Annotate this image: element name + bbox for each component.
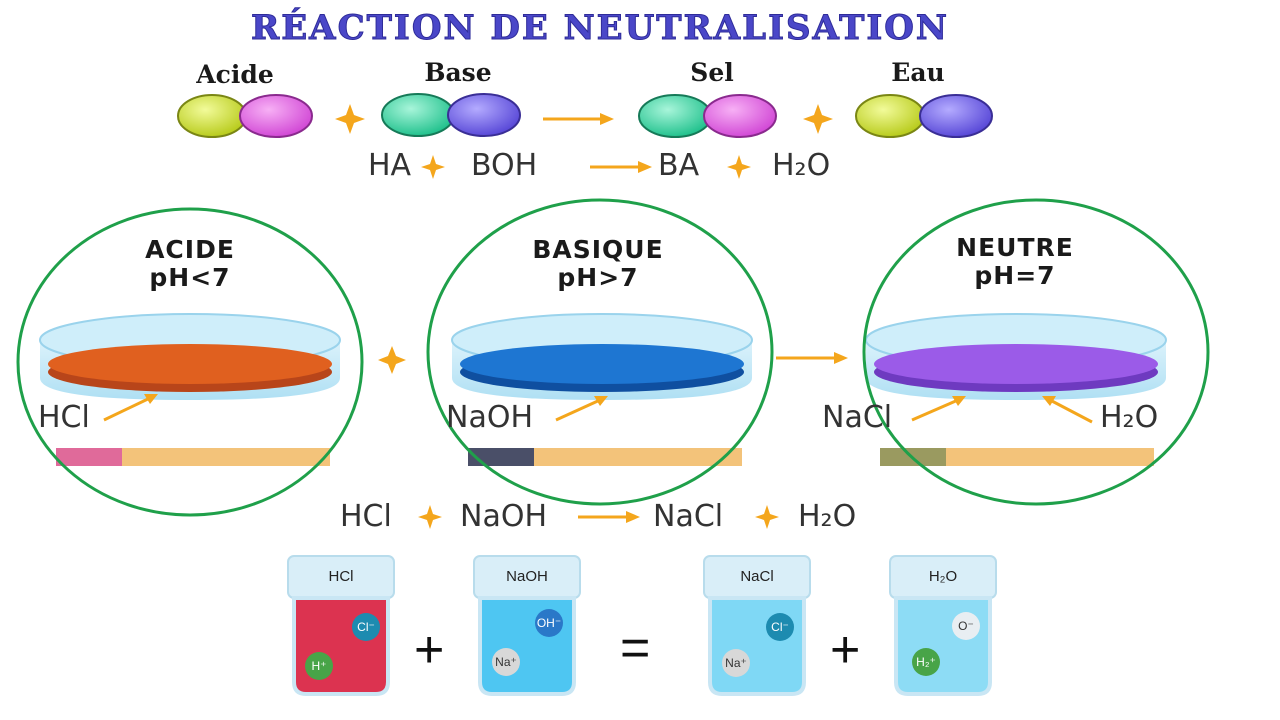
specific-reactant-1: HCl xyxy=(340,499,392,534)
sel-molecule xyxy=(638,94,777,138)
ion-label-oh: OH⁻ xyxy=(536,616,562,630)
dish-arrow-icon xyxy=(776,352,848,364)
ion-label-h: H⁺ xyxy=(311,659,327,673)
basique-dish xyxy=(451,313,753,466)
base-label: Base xyxy=(424,58,492,87)
page-title: RÉACTION DE NEUTRALISATION xyxy=(251,8,949,49)
ion-na xyxy=(722,649,750,677)
plus-operator: + xyxy=(414,621,445,679)
ion-label-na: Na⁺ xyxy=(495,655,517,669)
acide-dish xyxy=(39,313,341,466)
ion-label-na: Na⁺ xyxy=(725,656,747,670)
ion-oh xyxy=(535,609,563,637)
dish-label-nacl: NaCl xyxy=(822,400,893,435)
equals-operator: = xyxy=(620,619,651,677)
tube-label-nacl: NaCl xyxy=(740,568,774,585)
eq-product-2: H₂O xyxy=(772,148,831,183)
dish-label-hcl: HCl xyxy=(38,400,90,435)
base-molecule xyxy=(381,93,521,137)
specific-product-2: H₂O xyxy=(798,499,857,534)
plus-sparkle-icon xyxy=(335,104,833,134)
tube-label-h2o: H₂O xyxy=(928,568,958,585)
ion-label-h2: H₂⁺ xyxy=(916,655,936,669)
plus-operator: + xyxy=(830,621,861,679)
eq-product-1: BA xyxy=(658,148,700,183)
equation-arrow-icon xyxy=(590,161,652,173)
dish-plus-icon xyxy=(378,346,406,374)
eau-label: Eau xyxy=(891,58,945,87)
specific-plus-icon xyxy=(418,505,779,529)
eau-molecule xyxy=(855,94,993,138)
ion-o xyxy=(952,612,980,640)
tube-label-hcl: HCl xyxy=(328,568,354,585)
eq-reactant-1: HA xyxy=(368,148,412,183)
specific-reactant-2: NaOH xyxy=(460,499,547,534)
equation-plus-icon xyxy=(421,155,751,179)
highlight-circles xyxy=(16,198,1210,517)
ion-na xyxy=(492,648,520,676)
acide-molecule xyxy=(177,94,313,138)
ion-label-cl: Cl⁻ xyxy=(357,620,375,634)
ion-label-cl: Cl⁻ xyxy=(771,620,789,634)
ion-label-o: O⁻ xyxy=(958,619,974,633)
ion-cl xyxy=(766,613,794,641)
dish-label-naoh: NaOH xyxy=(446,400,533,435)
tube-label-naoh: NaOH xyxy=(506,568,548,585)
acide-label: Acide xyxy=(196,60,274,89)
neutre-dish xyxy=(865,313,1167,466)
specific-product-1: NaCl xyxy=(653,499,724,534)
pointer-arrows xyxy=(103,394,1093,424)
ion-h xyxy=(305,652,333,680)
ion-cl xyxy=(352,613,380,641)
arrow-icon xyxy=(543,113,614,125)
specific-arrow-icon xyxy=(578,511,640,523)
ion-h2 xyxy=(912,648,940,676)
dish-label-h2o: H₂O xyxy=(1100,400,1159,435)
eq-reactant-2: BOH xyxy=(471,148,538,183)
sel-label: Sel xyxy=(690,58,734,87)
